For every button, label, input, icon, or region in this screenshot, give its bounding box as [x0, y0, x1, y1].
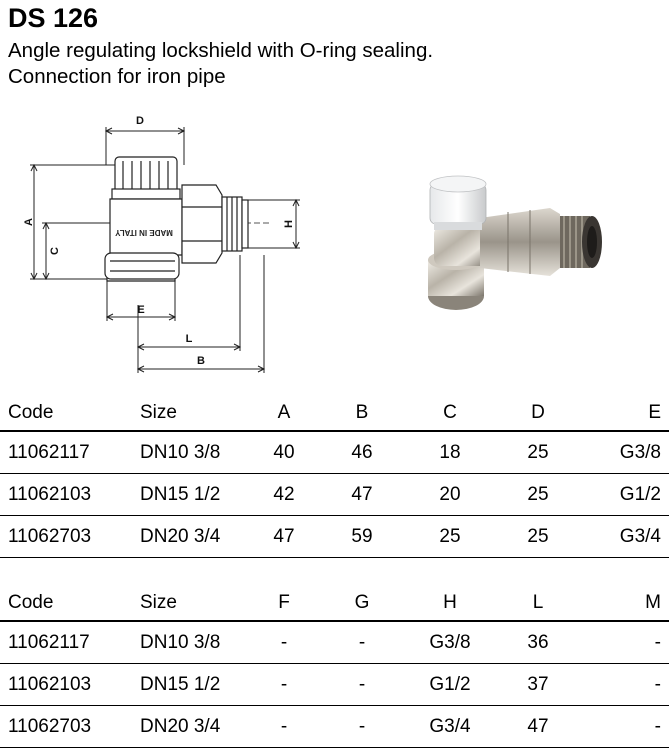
cell-e: G1/2 [582, 473, 669, 516]
dim-label-h: H [283, 220, 295, 228]
cell-g: - [318, 663, 406, 706]
dim-label-c: C [49, 247, 61, 255]
cell-f: - [250, 621, 318, 664]
cell-b: 46 [318, 431, 406, 474]
table-header-row: Code Size F G H L M [0, 586, 669, 622]
cell-h: G1/2 [406, 663, 494, 706]
header-f: F [250, 586, 318, 622]
cell-m: - [582, 705, 669, 748]
dimensions-table-1: Code Size A B C D E 11062117 DN10 3/8 40… [0, 396, 669, 558]
cell-l: 47 [494, 705, 582, 748]
dim-label-e: E [137, 304, 144, 316]
cell-l: 36 [494, 621, 582, 664]
cell-h: G3/8 [406, 621, 494, 664]
header-code: Code [0, 396, 132, 432]
cell-a: 42 [250, 473, 318, 516]
cell-c: 18 [406, 431, 494, 474]
cell-code: 11062117 [0, 431, 132, 474]
header-c: C [406, 396, 494, 432]
cell-d: 25 [494, 473, 582, 516]
cell-d: 25 [494, 431, 582, 474]
technical-drawing: MADE IN ITALY D A C H E L B [23, 115, 300, 373]
cell-b: 47 [318, 473, 406, 516]
dim-label-a: A [23, 218, 35, 226]
cell-a: 47 [250, 515, 318, 558]
stamp-text: MADE IN ITALY [114, 228, 172, 237]
cell-a: 40 [250, 431, 318, 474]
page-title: DS 126 [8, 3, 99, 33]
cell-code: 11062103 [0, 663, 132, 706]
cell-d: 25 [494, 515, 582, 558]
table-row: 11062117 DN10 3/8 - - G3/8 36 - [0, 621, 669, 664]
cell-b: 59 [318, 515, 406, 558]
header-g: G [318, 586, 406, 622]
header-l: L [494, 586, 582, 622]
header-b: B [318, 396, 406, 432]
product-photo [428, 175, 602, 310]
table-row: 11062103 DN15 1/2 - - G1/2 37 - [0, 663, 669, 706]
table-row: 11062703 DN20 3/4 47 59 25 25 G3/4 [0, 515, 669, 558]
cell-m: - [582, 621, 669, 664]
cell-g: - [318, 621, 406, 664]
header-d: D [494, 396, 582, 432]
cell-c: 20 [406, 473, 494, 516]
header-m: M [582, 586, 669, 622]
cell-size: DN20 3/4 [132, 705, 250, 748]
dim-label-b: B [197, 355, 205, 367]
cell-code: 11062103 [0, 473, 132, 516]
table-row: 11062703 DN20 3/4 - - G3/4 47 - [0, 705, 669, 748]
header-h: H [406, 586, 494, 622]
cell-size: DN10 3/8 [132, 431, 250, 474]
header-size: Size [132, 396, 250, 432]
table-row: 11062103 DN15 1/2 42 47 20 25 G1/2 [0, 473, 669, 516]
cell-size: DN15 1/2 [132, 473, 250, 516]
header-code: Code [0, 586, 132, 622]
header-size: Size [132, 586, 250, 622]
cell-size: DN10 3/8 [132, 621, 250, 664]
cell-size: DN20 3/4 [132, 515, 250, 558]
dim-label-l: L [186, 333, 193, 345]
dimensions-table-2: Code Size F G H L M 11062117 DN10 3/8 - … [0, 586, 669, 748]
cell-m: - [582, 663, 669, 706]
cell-size: DN15 1/2 [132, 663, 250, 706]
subtitle-line-2: Connection for iron pipe [8, 65, 226, 88]
table-header-row: Code Size A B C D E [0, 396, 669, 432]
subtitle-line-1: Angle regulating lockshield with O-ring … [8, 39, 434, 62]
cell-f: - [250, 705, 318, 748]
cell-g: - [318, 705, 406, 748]
table-row: 11062117 DN10 3/8 40 46 18 25 G3/8 [0, 431, 669, 474]
cell-l: 37 [494, 663, 582, 706]
cell-f: - [250, 663, 318, 706]
cell-code: 11062703 [0, 705, 132, 748]
cell-h: G3/4 [406, 705, 494, 748]
cell-c: 25 [406, 515, 494, 558]
cell-code: 11062703 [0, 515, 132, 558]
cell-code: 11062117 [0, 621, 132, 664]
header-e: E [582, 396, 669, 432]
dim-label-d: D [136, 115, 144, 127]
cell-e: G3/4 [582, 515, 669, 558]
cell-e: G3/8 [582, 431, 669, 474]
header-a: A [250, 396, 318, 432]
